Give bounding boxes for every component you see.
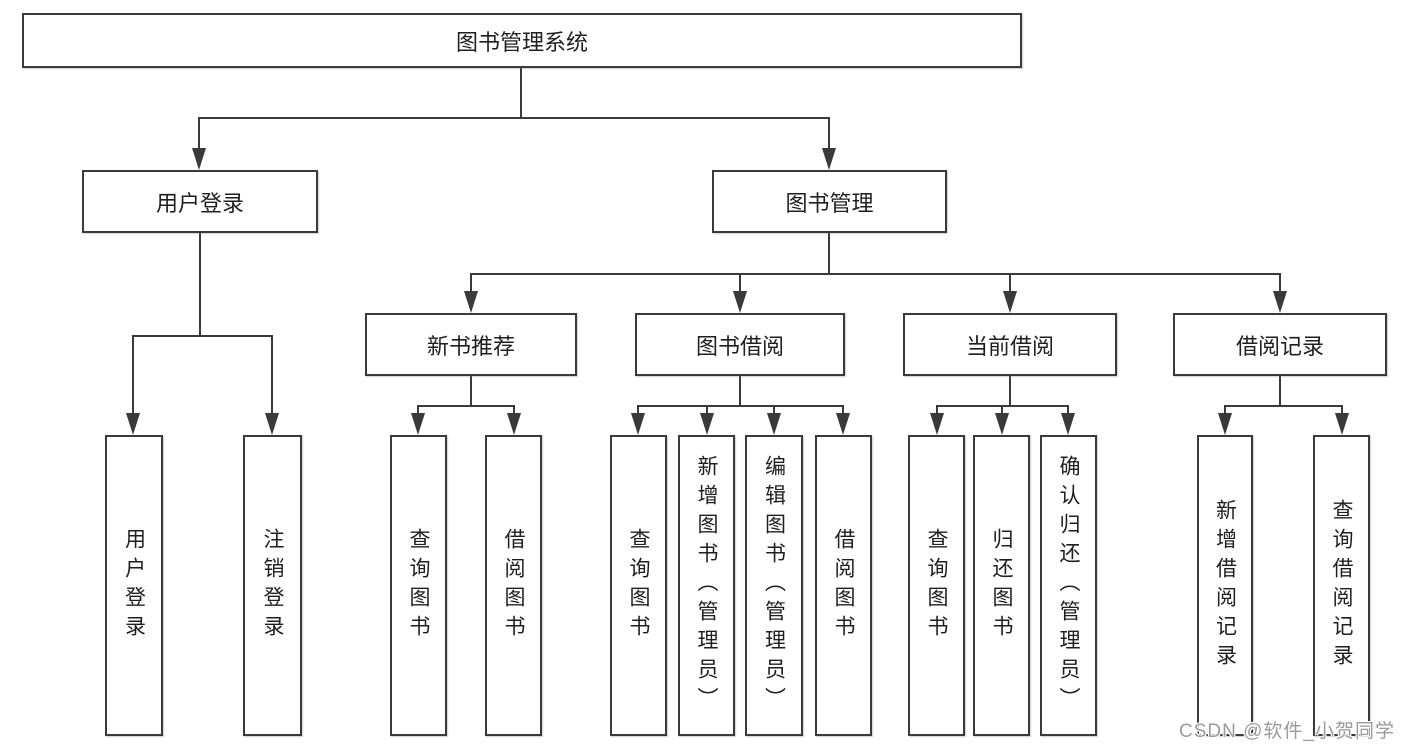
arrow-down-icon — [464, 291, 478, 313]
node-label: 用户登录 — [155, 190, 244, 216]
node-label: 图书管理系统 — [455, 29, 588, 55]
connector-line — [706, 405, 708, 416]
node-user-login: 用户登录 — [82, 170, 318, 233]
arrow-down-icon — [1061, 413, 1075, 435]
leaf-borrow-books: 借阅图书 — [485, 435, 542, 736]
connector-line — [1279, 273, 1281, 293]
node-label: 借阅图书 — [832, 527, 855, 644]
arrow-down-icon — [1218, 413, 1232, 435]
connector-line — [1224, 405, 1342, 407]
connector-line — [470, 273, 472, 293]
arrow-down-icon — [1003, 291, 1017, 313]
connector-line — [1009, 273, 1011, 293]
connector-line — [637, 405, 639, 416]
arrow-down-icon — [192, 148, 206, 170]
connector-line — [417, 405, 419, 416]
arrow-down-icon — [733, 291, 747, 313]
node-current-borrowing: 当前借阅 — [903, 313, 1117, 376]
connector-line — [828, 233, 830, 274]
arrow-down-icon — [930, 413, 944, 435]
leaf-add-borrow-record: 新增借阅记录 — [1197, 435, 1253, 736]
leaf-confirm-return-admin: 确认归还（管理员） — [1040, 435, 1097, 736]
leaf-query-books: 查询图书 — [908, 435, 965, 736]
watermark: CSDN @软件_小贺同学 — [1179, 721, 1395, 742]
node-label: 查询图书 — [627, 527, 650, 644]
arrow-down-icon — [631, 413, 645, 435]
node-label: 新增图书（管理员） — [695, 455, 718, 716]
leaf-return-books: 归还图书 — [973, 435, 1030, 736]
node-label: 图书管理 — [785, 190, 874, 216]
arrow-down-icon — [995, 413, 1009, 435]
connector-line — [271, 335, 273, 415]
connector-line — [1341, 405, 1343, 416]
node-label: 注销登录 — [261, 527, 284, 644]
node-label: 图书借阅 — [695, 333, 784, 359]
connector-line — [828, 117, 830, 151]
connector-line — [936, 405, 938, 416]
connector-line — [1224, 405, 1226, 416]
node-label: 新书推荐 — [426, 333, 515, 359]
leaf-edit-books-admin: 编辑图书（管理员） — [745, 435, 803, 736]
leaf-query-borrow-record: 查询借阅记录 — [1313, 435, 1370, 736]
arrow-down-icon — [507, 413, 521, 435]
connector-line — [1009, 376, 1011, 406]
node-label: 查询借阅记录 — [1330, 498, 1353, 673]
connector-line — [513, 405, 515, 416]
arrow-down-icon — [1273, 291, 1287, 313]
leaf-query-books: 查询图书 — [390, 435, 447, 736]
arrow-down-icon — [411, 413, 425, 435]
connector-line — [842, 405, 844, 416]
node-new-book-recommend: 新书推荐 — [365, 313, 577, 376]
node-label: 用户登录 — [122, 527, 146, 644]
arrow-down-icon — [265, 413, 279, 435]
connector-line — [198, 117, 200, 151]
connector-line — [1067, 405, 1069, 416]
node-label: 确认归还（管理员） — [1057, 455, 1080, 716]
leaf-borrow-books: 借阅图书 — [815, 435, 872, 736]
leaf-user-login: 用户登录 — [105, 435, 163, 736]
arrow-down-icon — [822, 148, 836, 170]
node-label: 查询图书 — [925, 527, 948, 644]
node-label: 查询图书 — [407, 527, 430, 644]
arrow-down-icon — [126, 413, 140, 435]
connector-line — [739, 376, 741, 406]
connector-line — [199, 233, 201, 336]
connector-line — [470, 273, 1281, 275]
arrow-down-icon — [1335, 413, 1349, 435]
node-label: 编辑图书（管理员） — [762, 455, 786, 716]
arrow-down-icon — [700, 413, 714, 435]
connector-line — [520, 68, 522, 118]
connector-line — [1001, 405, 1003, 416]
node-label: 借阅记录 — [1235, 333, 1324, 359]
node-label: 新增借阅记录 — [1213, 498, 1237, 673]
connector-line — [1279, 376, 1281, 406]
leaf-logout: 注销登录 — [243, 435, 302, 736]
connector-line — [637, 405, 844, 407]
node-root: 图书管理系统 — [22, 13, 1022, 68]
connector-line — [132, 335, 134, 415]
leaf-add-books-admin: 新增图书（管理员） — [678, 435, 735, 736]
node-borrowing-records: 借阅记录 — [1173, 313, 1387, 376]
connector-line — [470, 376, 472, 406]
node-label: 当前借阅 — [965, 333, 1054, 359]
arrow-down-icon — [767, 413, 781, 435]
connector-line — [198, 117, 830, 119]
leaf-query-books: 查询图书 — [610, 435, 667, 736]
node-book-management: 图书管理 — [712, 170, 947, 233]
node-label: 借阅图书 — [502, 527, 525, 644]
node-label: 归还图书 — [990, 527, 1013, 644]
arrow-down-icon — [836, 413, 850, 435]
connector-line — [773, 405, 775, 416]
connector-line — [417, 405, 515, 407]
connector-line — [739, 273, 741, 293]
node-book-borrowing: 图书借阅 — [635, 313, 845, 376]
connector-line — [132, 335, 273, 337]
